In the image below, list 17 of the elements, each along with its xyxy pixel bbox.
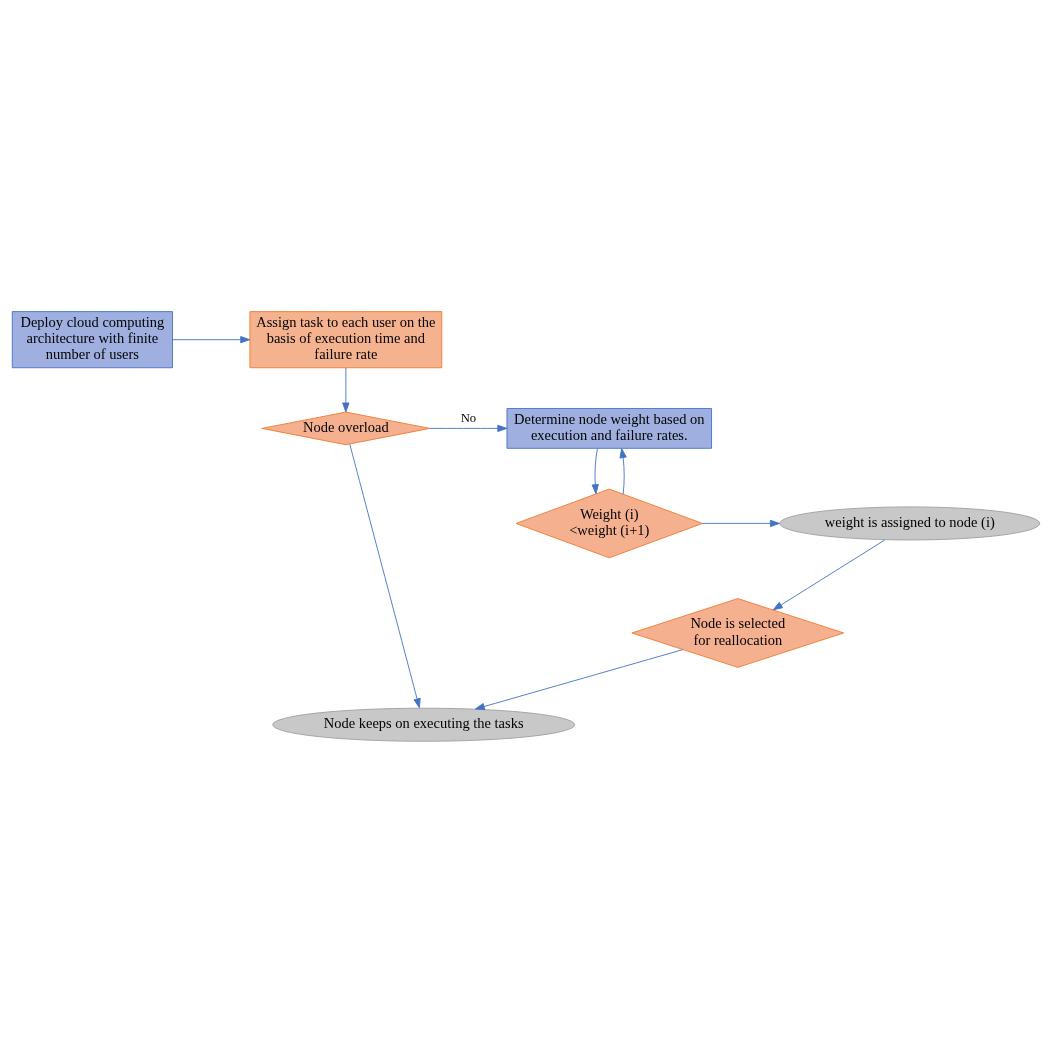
arrow bbox=[429, 424, 508, 432]
arrow bbox=[172, 336, 251, 344]
node-box: Deploy cloud computing architecture with finite number of users bbox=[11, 311, 173, 369]
node-diamond: Node overload bbox=[261, 411, 431, 446]
edge-label: No bbox=[460, 411, 477, 426]
node-diamond: Weight (i) <weight (i+1) bbox=[515, 488, 703, 559]
arrow bbox=[349, 443, 421, 709]
arrow bbox=[772, 539, 886, 611]
node-ellipse: Node keeps on executing the tasks bbox=[272, 707, 576, 742]
arrow bbox=[591, 448, 599, 495]
arrow bbox=[474, 649, 684, 711]
node-ellipse: weight is assigned to node (i) bbox=[779, 506, 1041, 541]
node-box: Determine node weight based on execution and failure rates. bbox=[506, 408, 712, 449]
arrow bbox=[702, 519, 780, 528]
node-box: Assign task to each user on the basis of execution time and failure rate bbox=[249, 311, 443, 369]
arrow bbox=[619, 448, 627, 495]
arrow bbox=[342, 367, 350, 413]
